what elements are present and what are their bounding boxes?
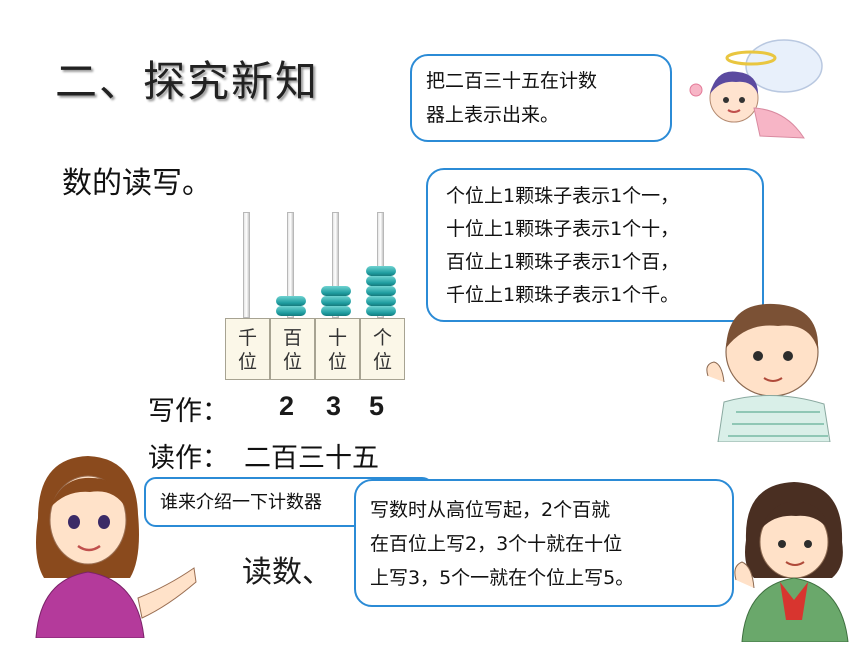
place-label-top: 个	[372, 327, 392, 349]
abacus-rod-hundreds	[287, 212, 294, 318]
section-subtitle: 数的读写。	[62, 166, 212, 201]
bubble-middle: 个位上1颗珠子表示1个一， 十位上1颗珠子表示1个十， 百位上1颗珠子表示1个百…	[426, 168, 764, 322]
angel-illustration	[689, 39, 823, 139]
bubble-girl: 写数时从高位写起，2个百就 在百位上写2，3个十就在十位 上写3，5个一就在个位…	[354, 479, 734, 607]
place-label-bottom: 位	[282, 351, 302, 373]
abacus-place-thousands: 千 位	[225, 318, 270, 380]
abacus-place-tens: 十 位	[315, 318, 360, 380]
bubble-girl-line: 上写3，5个一就在个位上写5。	[370, 567, 635, 589]
place-label-bottom: 位	[372, 351, 392, 373]
bubble-middle-line: 百位上1颗珠子表示1个百，	[446, 251, 680, 273]
read-value: 二百三十五	[244, 443, 379, 474]
read-label: 读作：	[148, 443, 229, 474]
abacus-bead	[276, 296, 306, 306]
place-label-bottom: 位	[237, 351, 257, 373]
write-digit-ones: 5	[369, 391, 385, 421]
abacus-rod-thousands	[243, 212, 250, 318]
abacus-bead	[366, 266, 396, 276]
read-heading: 读数、	[242, 555, 332, 590]
write-label: 写作：	[148, 396, 229, 427]
abacus-place-hundreds: 百 位	[270, 318, 315, 380]
bubble-middle-line: 个位上1颗珠子表示1个一，	[446, 185, 680, 207]
abacus-place-ones: 个 位	[360, 318, 405, 380]
write-digit-hundreds: 2	[279, 391, 295, 421]
teacher-illustration	[35, 456, 197, 638]
bubble-top: 把二百三十五在计数 器上表示出来。	[410, 54, 672, 142]
bubble-girl-line: 写数时从高位写起，2个百就	[370, 499, 611, 521]
place-label-top: 千	[237, 327, 257, 349]
bubble-top-line2: 器上表示出来。	[426, 104, 560, 126]
abacus-bead	[321, 296, 351, 306]
abacus-bead	[366, 276, 396, 286]
bubble-middle-line: 十位上1颗珠子表示1个十，	[446, 218, 680, 240]
bubble-top-line1: 把二百三十五在计数	[426, 70, 598, 92]
bubble-teacher-text: 谁来介绍一下计数器	[160, 492, 322, 513]
place-label-bottom: 位	[327, 351, 347, 373]
bubble-girl-line: 在百位上写2，3个十就在十位	[370, 533, 623, 555]
abacus-bead	[366, 286, 396, 296]
abacus-bead	[366, 296, 396, 306]
abacus-bead	[321, 286, 351, 296]
abacus-bead	[276, 306, 306, 316]
abacus-rod-ones	[377, 212, 384, 318]
boy-illustration	[706, 303, 831, 442]
place-label-top: 十	[327, 327, 347, 349]
girl-illustration	[734, 482, 849, 642]
place-label-top: 百	[282, 327, 302, 349]
write-digit-tens: 3	[326, 391, 342, 421]
abacus-bead	[321, 306, 351, 316]
abacus-rod-tens	[332, 212, 339, 318]
bubble-middle-line: 千位上1颗珠子表示1个千。	[446, 284, 680, 306]
page-title: 二、探究新知	[55, 57, 320, 106]
abacus-bead	[366, 306, 396, 316]
